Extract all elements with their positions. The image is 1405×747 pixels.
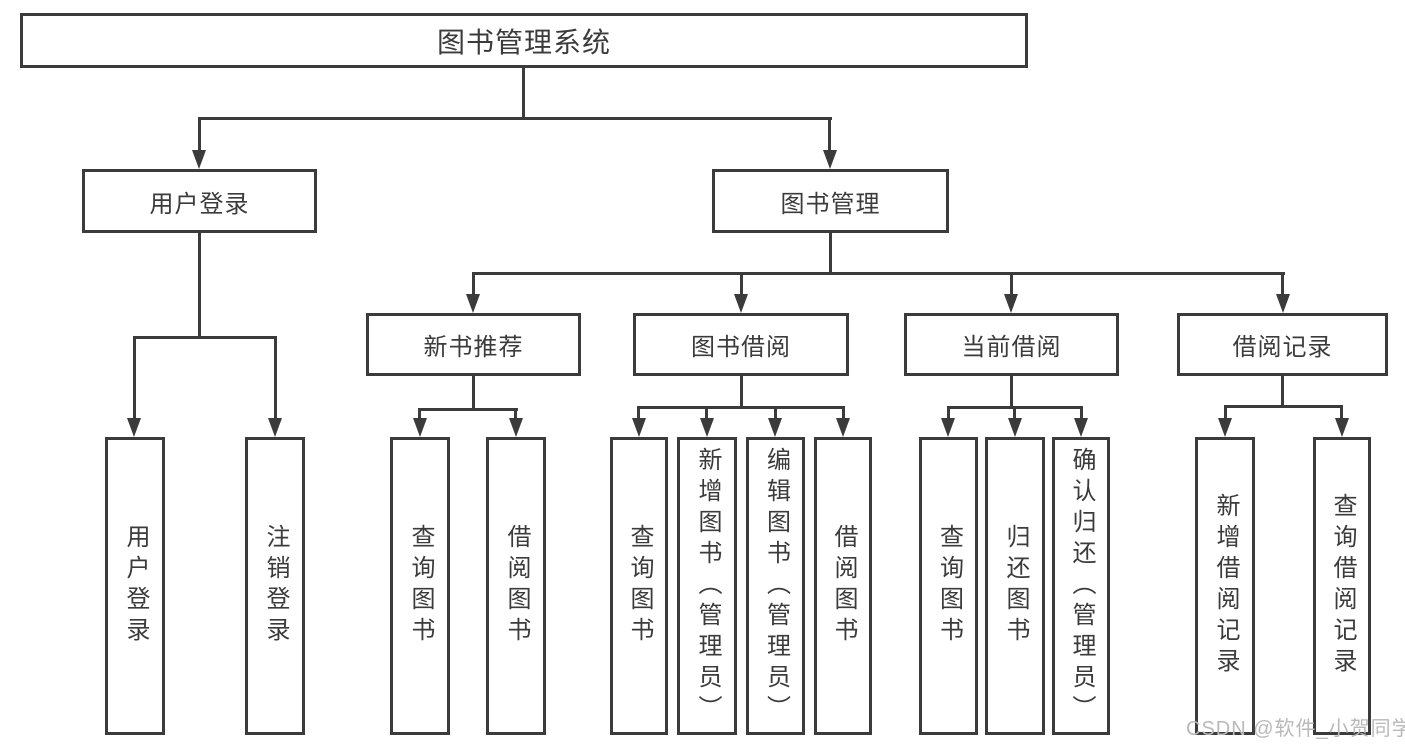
connector-line [472, 272, 475, 296]
arrow-down-icon [466, 294, 480, 313]
connector-line [1340, 405, 1343, 420]
leaf-add-book-admin: 新增图书（管理员） [677, 437, 737, 735]
node-label: 查询图书 [407, 524, 434, 648]
connector-line [1010, 272, 1013, 296]
arrow-down-icon [192, 150, 206, 169]
node-label: 用户登录 [149, 190, 250, 218]
connector-line [198, 117, 201, 152]
node-label: 用户登录 [122, 524, 149, 648]
leaf-logout: 注销登录 [245, 437, 305, 735]
connector-line [740, 376, 743, 406]
arrow-down-icon [1276, 294, 1290, 313]
leaf-confirm-return-admin: 确认归还（管理员） [1052, 437, 1110, 735]
connector-line [133, 336, 136, 420]
arrow-down-icon [823, 150, 837, 169]
connector-line [1080, 406, 1083, 420]
arrow-down-icon [941, 418, 955, 437]
node-current-borrowing: 当前借阅 [904, 313, 1119, 376]
node-label: 图书管理 [780, 190, 881, 218]
csdn-watermark: CSDN @软件_小贺同学 [1186, 718, 1405, 740]
node-label: 借阅记录 [1232, 334, 1333, 361]
node-label: 确认归还（管理员） [1068, 446, 1095, 726]
node-label: 编辑图书（管理员） [762, 446, 790, 726]
arrow-down-icon [1335, 418, 1349, 437]
node-borrowing-records: 借阅记录 [1177, 313, 1388, 376]
node-label: 新书推荐 [423, 334, 524, 361]
node-label: 借阅图书 [830, 524, 857, 648]
connector-line [740, 272, 743, 296]
node-book-management: 图书管理 [712, 169, 949, 233]
connector-line [1224, 405, 1227, 420]
node-library-management-system: 图书管理系统 [20, 13, 1028, 68]
leaf-query-borrow-record: 查询借阅记录 [1313, 437, 1371, 735]
node-book-borrowing: 图书借阅 [633, 313, 849, 376]
connector-line [418, 408, 518, 411]
arrow-down-icon [1218, 418, 1232, 437]
connector-line [1224, 405, 1343, 408]
node-label: 查询图书 [626, 524, 653, 648]
node-label: 借阅图书 [503, 524, 530, 648]
leaf-edit-book-admin: 编辑图书（管理员） [746, 437, 805, 735]
connector-line [522, 68, 525, 117]
node-label: 新增借阅记录 [1212, 493, 1239, 679]
arrow-down-icon [632, 418, 646, 437]
connector-line [637, 406, 845, 409]
connector-line [418, 408, 421, 420]
connector-line [1013, 406, 1016, 420]
leaf-add-borrow-record: 新增借阅记录 [1195, 437, 1255, 735]
connector-line [133, 336, 277, 339]
arrow-down-icon [268, 418, 282, 437]
node-label: 注销登录 [262, 524, 289, 648]
arrow-down-icon [836, 418, 850, 437]
node-label: 当前借阅 [961, 334, 1062, 361]
connector-line [198, 233, 201, 336]
connector-line [274, 336, 277, 420]
leaf-borrow-books-recommend: 借阅图书 [486, 437, 546, 735]
connector-line [828, 117, 831, 152]
node-label: 新增图书（管理员） [694, 446, 721, 726]
leaf-query-books-recommend: 查询图书 [390, 437, 450, 735]
arrow-down-icon [1074, 418, 1088, 437]
leaf-user-login: 用户登录 [105, 437, 165, 735]
connector-line [705, 406, 708, 420]
arrow-down-icon [768, 418, 782, 437]
connector-line [842, 406, 845, 420]
leaf-query-books-current: 查询图书 [919, 437, 978, 735]
connector-line [472, 376, 475, 408]
connector-line [1281, 376, 1284, 405]
connector-line [1281, 272, 1284, 296]
node-label: 图书管理系统 [436, 26, 611, 58]
node-label: 归还图书 [1002, 524, 1029, 648]
leaf-borrow-books: 借阅图书 [814, 437, 872, 735]
connector-line [947, 406, 950, 420]
node-user-login: 用户登录 [82, 169, 317, 233]
connector-line [514, 408, 517, 420]
node-new-book-recommend: 新书推荐 [366, 313, 581, 376]
arrow-down-icon [1008, 418, 1022, 437]
node-label: 图书借阅 [691, 334, 791, 361]
connector-line [472, 272, 1285, 275]
connector-line [637, 406, 640, 420]
leaf-query-books-borrowing: 查询图书 [610, 437, 668, 735]
leaf-return-books: 归还图书 [985, 437, 1045, 735]
arrow-down-icon [700, 418, 714, 437]
connector-line [198, 117, 832, 120]
arrow-down-icon [734, 294, 748, 313]
connector-line [1010, 376, 1013, 406]
connector-line [829, 233, 832, 272]
arrow-down-icon [413, 418, 427, 437]
node-label: 查询图书 [935, 524, 963, 648]
arrow-down-icon [509, 418, 523, 437]
connector-line [774, 406, 777, 420]
arrow-down-icon [127, 418, 141, 437]
node-label: 查询借阅记录 [1329, 493, 1356, 679]
arrow-down-icon [1004, 294, 1018, 313]
